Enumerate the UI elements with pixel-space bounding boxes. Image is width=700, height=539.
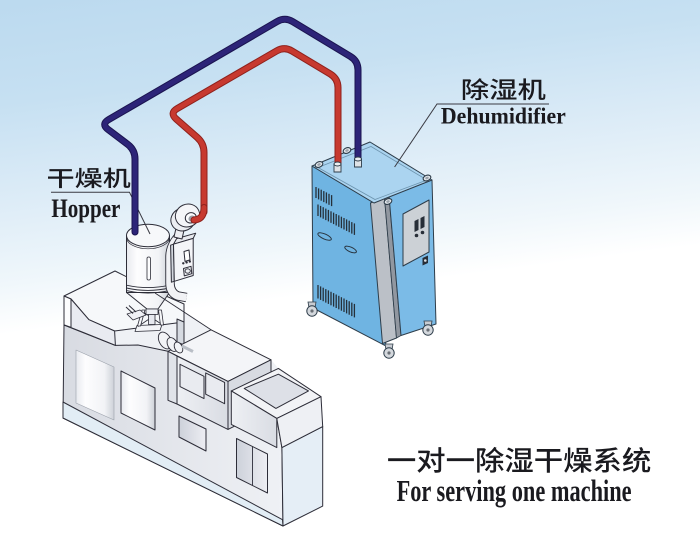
svg-text:Hopper: Hopper xyxy=(51,194,120,223)
svg-text:Dehumidifier: Dehumidifier xyxy=(441,104,566,129)
svg-text:For serving one machine: For serving one machine xyxy=(397,473,632,508)
